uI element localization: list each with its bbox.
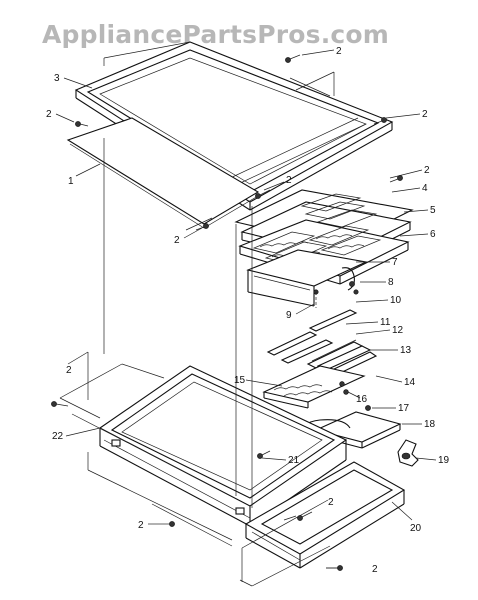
callout-2: 2 [424,165,430,176]
screw-icon [257,450,271,459]
callout-3: 3 [54,73,60,84]
callout-12: 12 [392,325,404,336]
callout-13: 13 [400,345,412,356]
screw-icon [285,54,301,63]
screw-icon [255,189,271,199]
callout-labels: 2 3 2 2 1 2 2 4 5 2 6 7 8 9 10 11 12 13 … [46,46,450,575]
lower-frame-part-20 [244,461,406,569]
callout-2: 2 [336,46,342,57]
callout-2: 2 [286,175,292,186]
screw-icon [158,521,175,527]
screws [51,54,403,571]
callout-2: 2 [372,564,378,575]
callout-18: 18 [424,419,436,430]
screw-icon [297,511,313,521]
callout-7: 7 [392,257,398,268]
callout-2: 2 [46,109,52,120]
bracket-part-7 [246,249,368,308]
callout-2: 2 [174,235,180,246]
lower-element-part-15 [262,365,371,411]
callout-1: 1 [68,176,74,187]
callout-5: 5 [430,205,436,216]
alignment-guides [59,71,335,587]
callout-2: 2 [328,497,334,508]
callout-11: 11 [380,317,391,328]
screw-icon [195,223,209,231]
callout-16: 16 [356,394,368,405]
callout-6: 6 [430,229,436,240]
screw-icon [51,401,69,407]
callout-17: 17 [398,403,410,414]
callout-10: 10 [390,295,402,306]
callout-21: 21 [288,455,300,466]
callout-2: 2 [66,365,72,376]
screw-icon [373,117,387,125]
watermark-text: AppliancePartsPros.com [42,20,389,49]
callout-15: 15 [234,375,246,386]
knob-part-19 [397,439,419,467]
callout-14: 14 [404,377,416,388]
callout-9: 9 [286,310,292,321]
glass-panel-part-1 [66,117,260,229]
callout-2: 2 [138,520,144,531]
callout-4: 4 [422,183,428,194]
switch-strips-parts-10-14 [266,309,378,375]
callout-2: 2 [422,109,428,120]
callout-19: 19 [438,455,450,466]
callout-22: 22 [52,431,64,442]
screw-icon [75,121,89,127]
callout-20: 20 [410,523,422,534]
leader-lines [55,49,437,569]
callout-8: 8 [388,277,394,288]
